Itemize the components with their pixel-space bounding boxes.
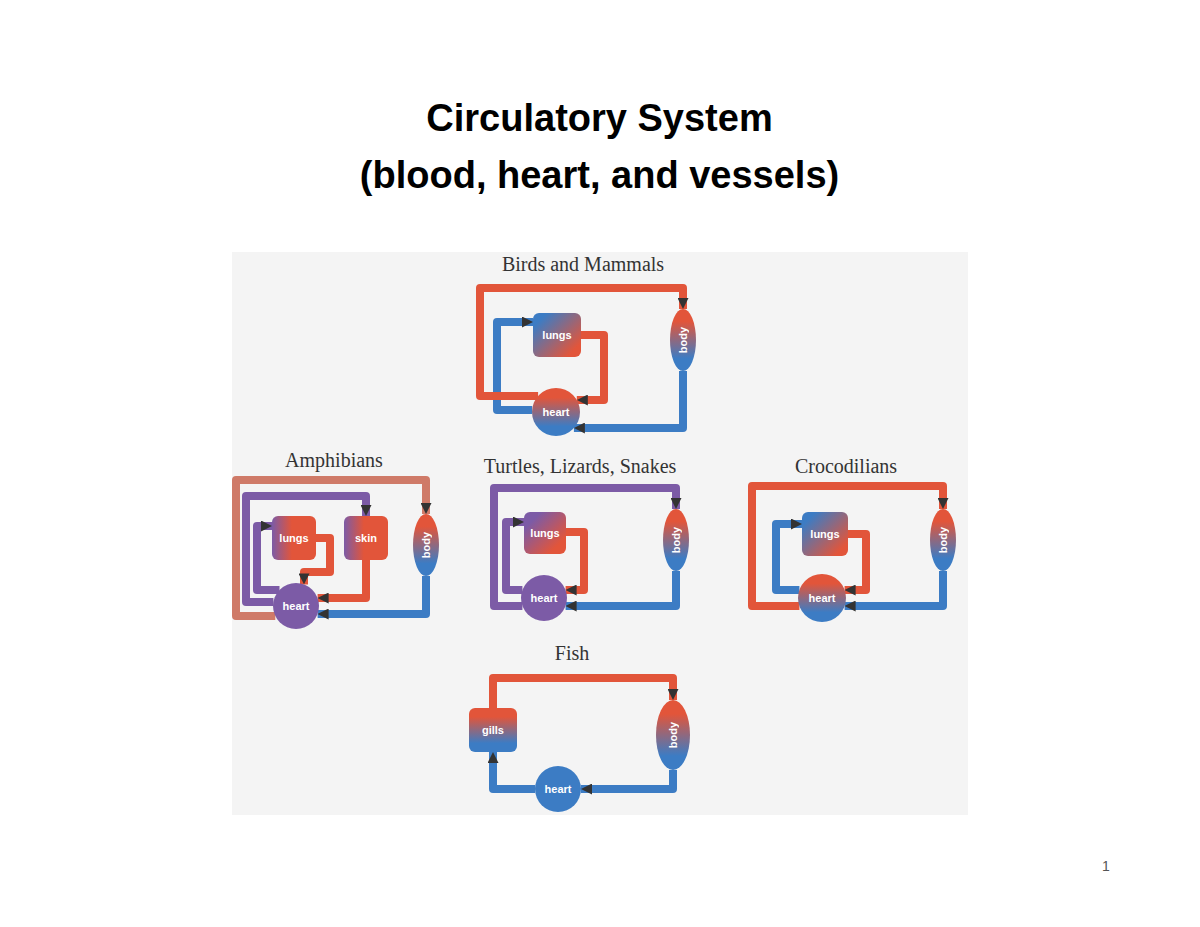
vessel-tube (493, 678, 673, 708)
body-ellipse: body (413, 514, 439, 576)
node-label: body (677, 327, 689, 353)
page-title: Circulatory System (blood, heart, and ve… (359, 90, 840, 204)
node-label: body (420, 532, 432, 558)
heart-circle: heart (535, 766, 581, 812)
panel-heading: Turtles, Lizards, Snakes (484, 454, 677, 478)
vessel-tube (318, 560, 366, 598)
panel-heading: Birds and Mammals (502, 252, 664, 276)
node-label: body (667, 722, 679, 748)
vessel-tube (480, 288, 683, 396)
node-shape (413, 514, 439, 576)
node-shape (535, 766, 581, 812)
heart-circle: heart (798, 574, 846, 622)
node-label: gills (482, 724, 504, 736)
node-label: lungs (542, 329, 571, 341)
node-label: skin (355, 532, 377, 544)
vessel-tube (581, 770, 673, 789)
node-shape (670, 309, 696, 371)
node-shape (930, 509, 956, 571)
heart-circle: heart (521, 575, 567, 621)
node-shape (521, 575, 567, 621)
organ-box: lungs (272, 516, 316, 560)
vessel-tube (574, 371, 683, 428)
body-ellipse: body (656, 700, 690, 770)
panel-heading: Crocodilians (795, 454, 897, 478)
panel-heading: Amphibians (285, 448, 383, 472)
node-label: body (937, 527, 949, 553)
vessel-group (236, 288, 943, 789)
node-label: lungs (530, 527, 559, 539)
vessel-tube (566, 532, 584, 590)
organ-box: skin (344, 516, 388, 560)
node-label: heart (283, 600, 310, 612)
page-number: 1 (1102, 858, 1110, 875)
vessel-tube (318, 576, 426, 614)
vessel-tube (776, 524, 802, 590)
body-ellipse: body (670, 309, 696, 371)
heart-circle: heart (273, 583, 319, 629)
node-label: heart (545, 783, 572, 795)
vessel-tube (236, 480, 426, 616)
vessel-tube (752, 486, 943, 606)
node-label: body (670, 527, 682, 553)
body-ellipse: body (930, 509, 956, 571)
node-label: heart (531, 592, 558, 604)
vessel-tube (566, 571, 676, 606)
heart-circle: heart (532, 388, 580, 436)
node-shape (656, 700, 690, 770)
node-label: lungs (279, 532, 308, 544)
vessel-tube (493, 752, 535, 789)
figure-background (232, 252, 968, 815)
node-shape (532, 388, 580, 436)
node-label: heart (543, 406, 570, 418)
organ-box: lungs (524, 512, 566, 554)
node-shape (663, 509, 689, 571)
node-label: lungs (810, 528, 839, 540)
body-ellipse: body (663, 509, 689, 571)
node-shape (273, 583, 319, 629)
organ-box: gills (469, 708, 517, 752)
panel-heading: Fish (555, 641, 589, 665)
vessel-tube (845, 571, 943, 606)
organ-box: lungs (802, 512, 848, 556)
vessel-tube (506, 522, 524, 590)
node-shape (798, 574, 846, 622)
organ-box: lungs (533, 313, 581, 357)
vessel-tube (494, 488, 676, 606)
node-label: heart (809, 592, 836, 604)
